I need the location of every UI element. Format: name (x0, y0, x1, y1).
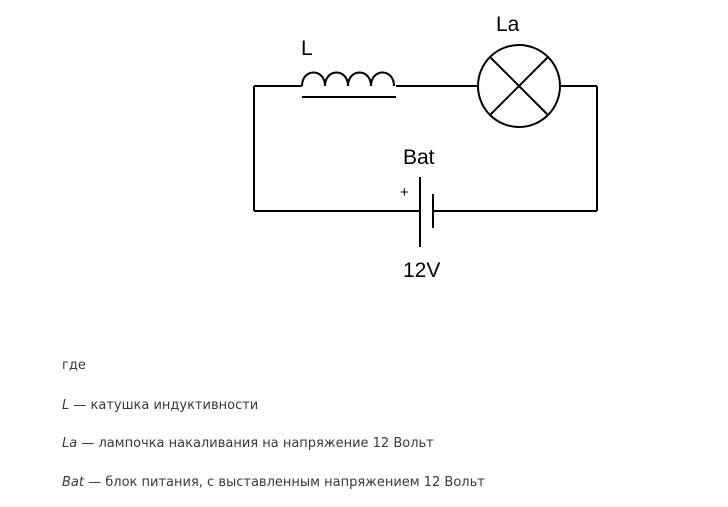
lamp-symbol (477, 44, 561, 128)
legend-description: — катушка индуктивности (69, 398, 259, 413)
legend-item-battery: Bat — блок питания, с выставленным напря… (62, 475, 485, 490)
battery-label: Bat (403, 146, 435, 169)
legend-description: — блок питания, с выставленным напряжени… (83, 475, 485, 490)
legend-symbol: Bat (62, 475, 84, 490)
lamp-label: La (496, 13, 520, 36)
legend-intro: где (62, 358, 86, 373)
legend-item-inductor: L — катушка индуктивности (62, 398, 258, 413)
polarity-plus-label: + (400, 184, 409, 201)
legend-item-lamp: La — лампочка накаливания на напряжение … (62, 436, 434, 451)
inductor-coil (301, 71, 395, 87)
voltage-label: 12V (403, 259, 440, 282)
inductor-symbol (301, 71, 396, 98)
lamp-circle (477, 44, 561, 128)
lamp-cross-2 (489, 56, 549, 116)
legend-symbol: L (62, 398, 70, 413)
legend-symbol: La (62, 436, 78, 451)
legend-description: — лампочка накаливания на напряжение 12 … (77, 436, 434, 451)
inductor-label: L (301, 37, 313, 60)
wires (253, 85, 598, 212)
battery-symbol (419, 177, 434, 247)
circuit-diagram: L La Bat + 12V (253, 13, 598, 282)
